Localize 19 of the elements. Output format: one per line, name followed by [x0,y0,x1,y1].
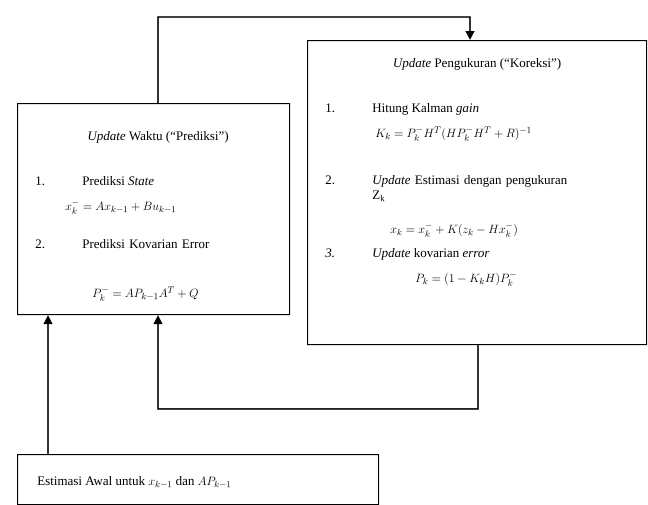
formula: $x_k^- = Ax_{k-1} + Bu_{k-1}$ [66,201,176,214]
box-title: Update Waktu (“Prediksi”) [88,130,228,143]
step-text: Hitung Kalman gain [372,102,479,115]
formula: $K_k = P_k^- H^T (H P_k^- H^T + R)^{-1}$ [376,126,530,141]
formula: $x_k = x_k^- + K(z_k - H x_k^-)$ [390,224,517,237]
process-box: Estimasi Awal untuk $x_{k-1}$ dan $AP_{k-1}$ [17,454,380,505]
step-number: 1. [326,103,334,112]
step-text: Prediksi Kovarian Error [82,238,210,248]
step-text: Update Estimasi dengan pengukuran Z$_{k}$ [372,174,567,202]
arrow [157,16,475,103]
step-number: 2. [326,175,334,184]
box-title: Update Pengukuran (“Koreksi”) [394,58,561,70]
step-number: 1. [36,176,44,186]
step-text: Prediksi State [82,176,154,186]
formula: $P_k = (1 - K_k H) P_k^-$ [416,272,516,286]
formula: $P_k^- = AP_{k-1}A^T + Q$ [92,286,198,301]
step-number: 2. [36,239,44,248]
step-text: Update kovarian error [373,248,490,260]
step-number: 3. [325,248,334,258]
